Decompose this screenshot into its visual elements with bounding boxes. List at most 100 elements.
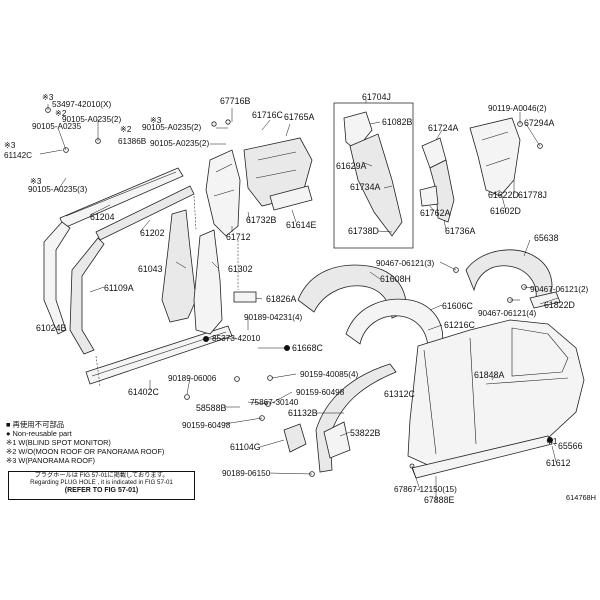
label-90467-06121-2: 90467-06121(2) [530,285,589,294]
part-center-pillar-outer[interactable] [193,229,223,335]
label-67888e: 67888E [424,495,454,505]
label-note2b: ※2 [120,125,132,134]
legend-line: ※1 W(BLIND SPOT MONITOR) [6,438,111,447]
label-90105-a0235-2c: 90105-A0235(2) [150,139,209,148]
legend-line: ■ 再使用不可部品 [6,420,65,429]
part-front-door-frame[interactable] [315,363,397,473]
part-61629a[interactable] [349,133,403,237]
assembly-box-61704j [333,102,414,249]
label-53497-42010: 53497-42010(X) [52,100,111,109]
label-61024b: 61024B [36,323,66,333]
label-61043: 61043 [138,264,163,274]
label-75867-30140: 75867-30140 [250,398,299,407]
part-roof-side-rail-inner[interactable] [95,185,195,241]
label-90105-a0235-3: 90105-A0235(3) [28,185,87,194]
label-61612: 61612 [546,458,571,468]
label-61732b: 61732B [246,215,276,225]
label-61142c: 61142C [4,151,32,160]
label-90105-a0235-2a: 90105-A0235(2) [62,115,121,124]
label-90159-60498b: 90159-60498 [182,421,231,430]
legend-notes: ■ 再使用不可部品 ● Non-reusable part ※1 W(BLIND… [6,420,164,465]
label-61082b: 61082B [382,117,412,127]
part-wheel-house-outer[interactable] [345,298,444,351]
part-front-pillar-inner[interactable] [69,237,105,355]
legend-line: ※3 W(PANORAMA ROOF) [6,456,95,465]
label-61765a: 61765A [284,112,314,122]
label-90159-60498a: 90159-60498 [296,388,345,397]
part-front-pillar-outer[interactable] [43,221,71,335]
label-65566: 65566 [558,441,583,451]
label-61606c: 61606C [442,301,473,311]
part-61602d[interactable] [469,117,521,197]
label-61738d: 61738D [348,226,379,236]
part-61826a[interactable] [233,291,257,303]
label-90105-a0235-2b: 90105-A0235(2) [142,123,201,132]
label-61629a: 61629A [336,161,366,171]
reference-note-box: プラグホールは FIG 57-01に掲載しております。 Regarding PL… [8,471,195,500]
label-90189-06006: 90189-06006 [168,374,217,383]
part-roof-side-rail-outer[interactable] [59,167,184,229]
label-61622d: 61622D [488,190,519,200]
label-90467-06121-3: 90467-06121(3) [376,259,435,268]
reference-jp: プラグホールは FIG 57-01に掲載しております。 [34,472,169,479]
label-61202: 61202 [140,228,165,238]
label-61826a: 61826A [266,294,296,304]
label-61386b: 61386B [118,137,147,146]
label-61704j: 61704J [362,92,391,102]
label-85373-42010: 85373-42010 [212,334,261,343]
legend-line: ● Non-reusable part [6,429,72,438]
label-61734a: 61734A [350,182,380,192]
label-61848a: 61848A [474,370,504,380]
leader-lines [39,100,559,502]
part-body-side-outer-panel[interactable] [407,319,585,467]
label-61762a: 61762A [420,208,450,218]
label-90189-06150: 90189-06150 [222,469,271,478]
label-note1: ※1 [546,437,558,446]
label-61312c: 61312C [384,389,415,399]
label-61204: 61204 [90,212,115,222]
label-58588b: 58588B [196,403,226,413]
label-61736a: 61736A [445,226,475,236]
part-61822d[interactable] [529,291,561,309]
label-61302: 61302 [228,264,253,274]
part-61762a[interactable] [419,185,439,207]
part-center-pillar-inner[interactable] [161,209,197,323]
label-61716c: 61716C [252,110,283,120]
label-67716b: 67716B [220,96,250,106]
label-61402c: 61402C [128,387,159,397]
label-90105-a0235: 90105-A0235 [32,122,82,131]
figure-id: 614768H [566,493,596,502]
label-61712: 61712 [226,232,251,242]
reference-en: Regarding PLUG HOLE , it is indicated in… [30,479,173,487]
legend-line: ※2 W/O(MOON ROOF OR PANORAMA ROOF) [6,447,165,456]
label-61724a: 61724A [428,123,458,133]
label-61608h: 61608H [380,274,411,284]
label-61668c: 61668C [292,343,323,353]
label-61109a: 61109A [104,283,134,293]
label-67294a: 67294A [524,118,554,128]
label-53822b: 53822B [350,428,380,438]
label-67867-12150: 67867-12150(15) [394,485,457,494]
label-90189-04231: 90189-04231(4) [244,313,303,322]
label-note3d: ※3 [30,177,42,186]
part-61614e-bracket[interactable] [269,185,313,211]
label-61614e: 61614E [286,220,316,230]
part-61104g[interactable] [283,423,307,453]
label-61778j: 61778J [518,190,547,200]
label-61104g: 61104G [230,442,261,452]
label-90467-06121-4: 90467-06121(4) [478,309,537,318]
label-note2a: ※2 [55,109,67,118]
label-61822d: 61822D [544,300,575,310]
label-note3c: ※3 [4,141,16,150]
label-61132b: 61132B [288,408,318,418]
part-labels: ※3 53497-42010(X) ※2 90105-A0235(2) 9010… [4,92,589,505]
label-90119-a0046: 90119-A0046(2) [488,104,547,113]
label-61216c: 61216C [444,320,475,330]
label-note3a: ※3 [42,93,54,102]
reference-fig: (REFER TO FIG 57-01) [64,486,139,494]
part-53822b[interactable] [323,421,351,459]
label-65638: 65638 [534,233,559,243]
part-quarter-pillar-inner[interactable] [205,149,241,237]
label-90159-40085: 90159-40085(4) [300,370,359,379]
